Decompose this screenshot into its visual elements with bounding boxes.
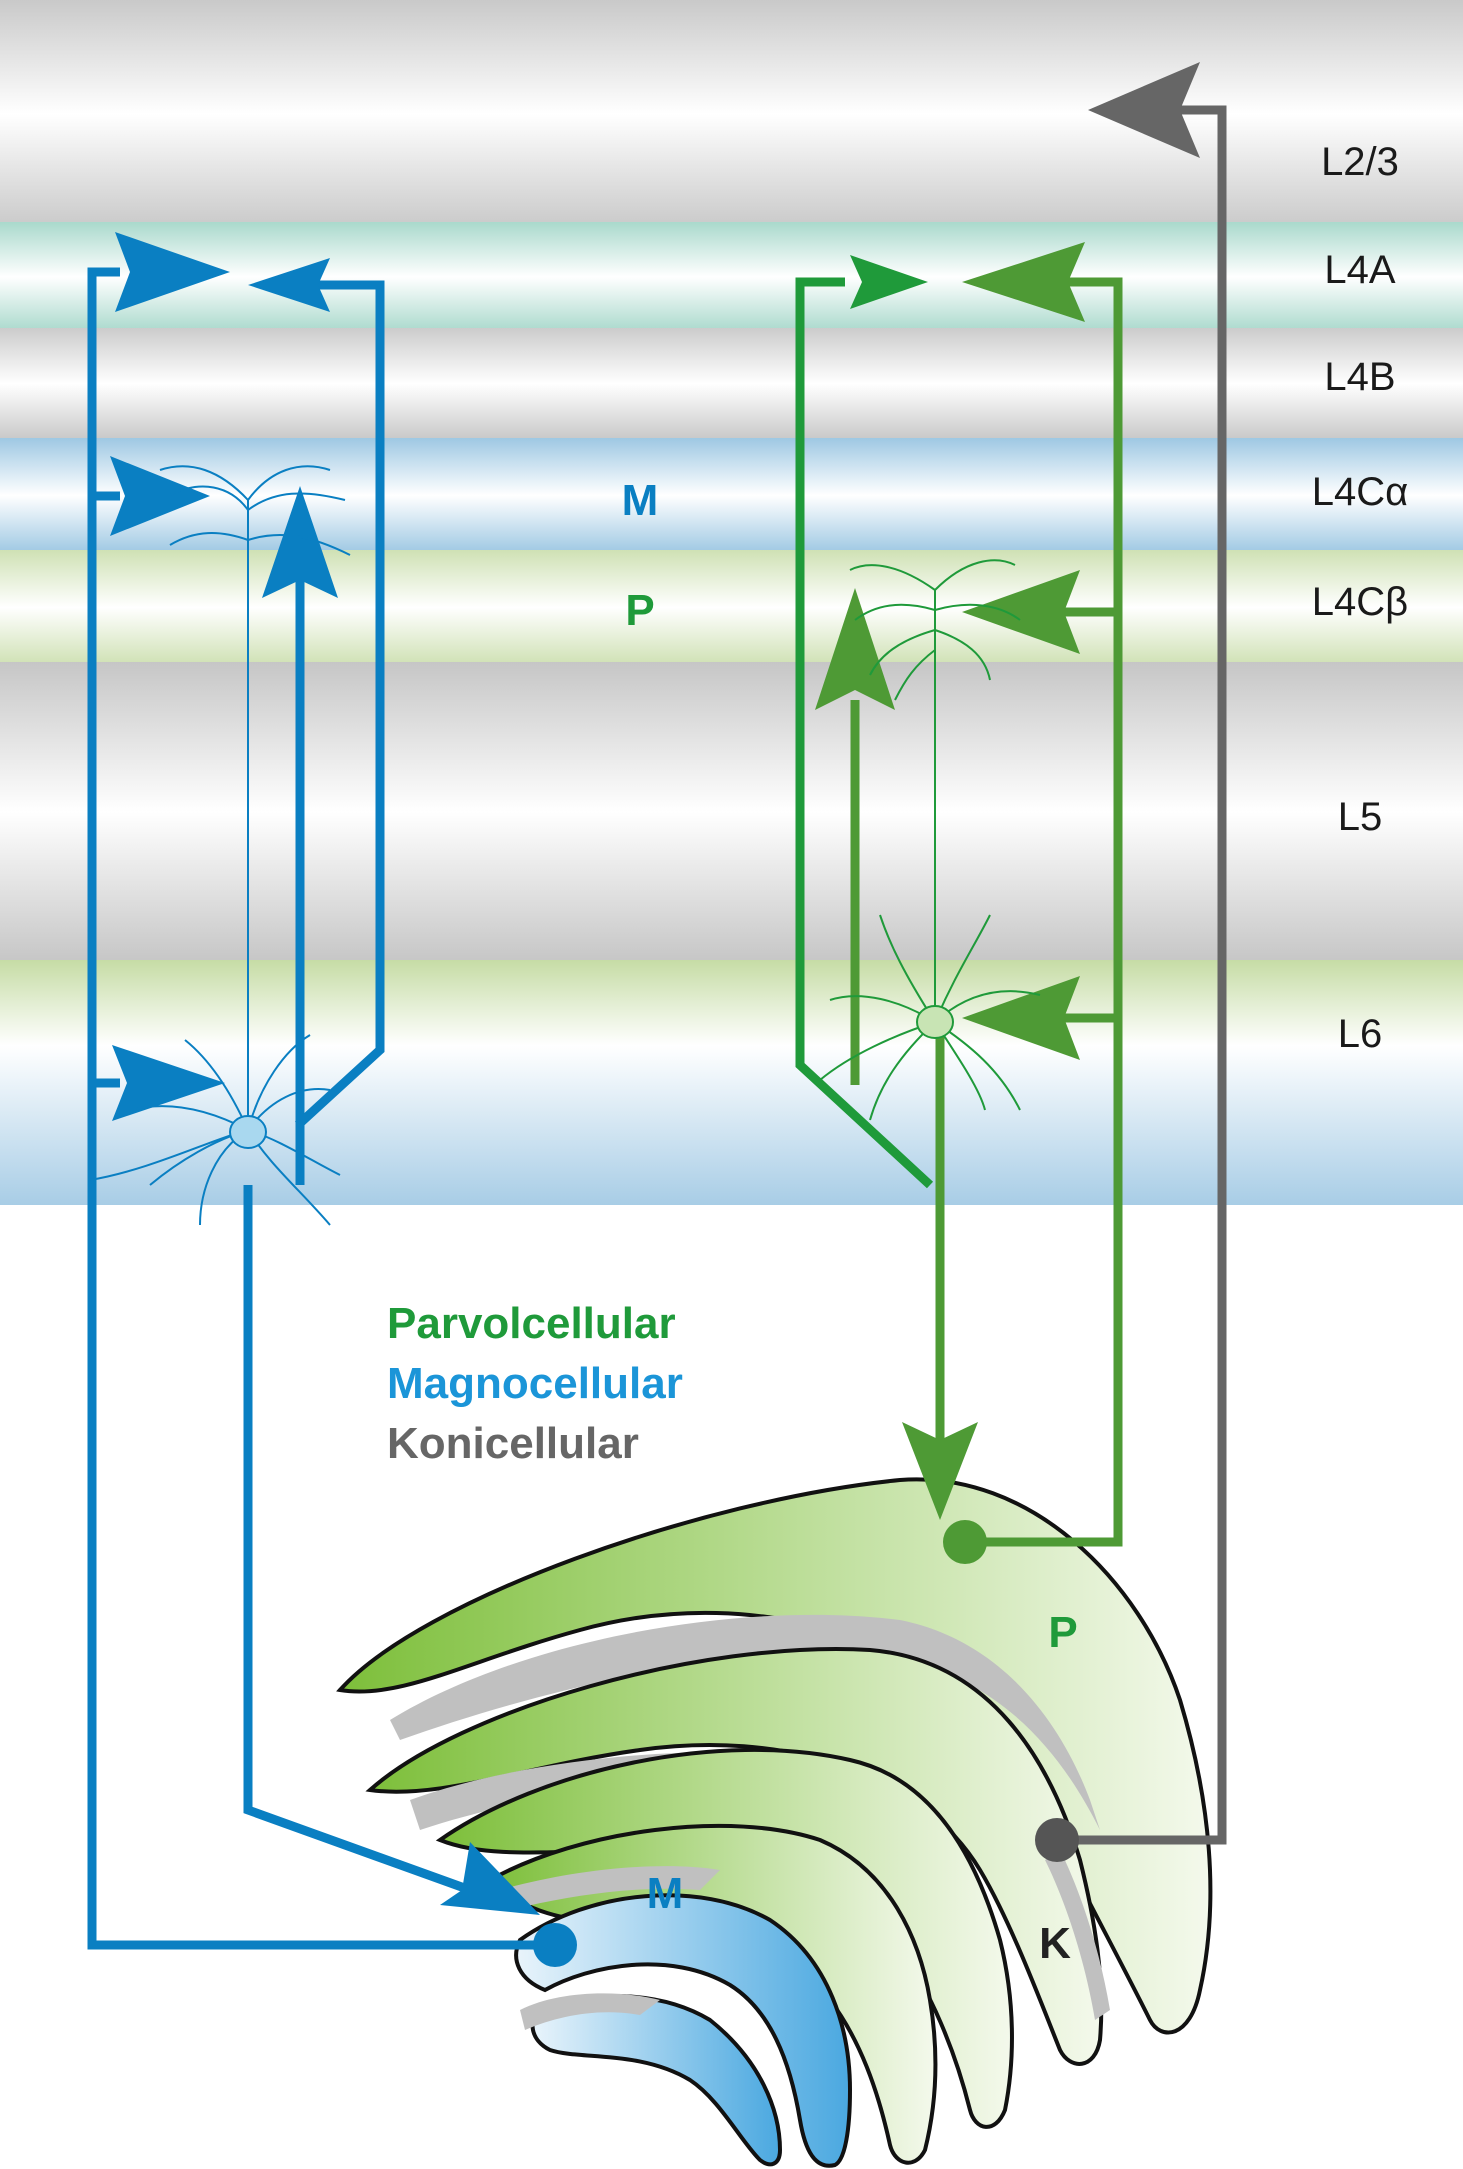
layer-band-l5 [0,662,1463,962]
magno-arrowhead-l6 [112,1045,225,1121]
parvo-pathway [795,277,1123,1547]
konio-arrowhead-l23 [1088,62,1200,158]
cortex-parvo-label: P [625,586,654,635]
lgn-konio-label: K [1039,1919,1071,1968]
lgn-k-shadow-magno [520,1993,660,2030]
layer-label-l4a: L4A [1324,248,1395,292]
magno-l6-corticothalamic [243,1185,472,1895]
legend-konio: Konicellular [387,1419,639,1468]
lgn-k-shadow-1 [390,1614,1100,1830]
magno-l6-soma [229,1115,267,1149]
magno-arrowhead-l4a-right [115,232,230,312]
lgn-magno-lamina-2 [530,1994,783,2167]
layer-band-l4cbeta [0,550,1463,665]
magno-lgn-axon [87,267,555,1950]
lgn-nucleus [336,1477,1213,2168]
layer-band-l4a [0,222,1463,332]
parvo-arrowhead-l4cbeta [962,570,1080,654]
legend-parvo: Parvolcellular [387,1299,676,1348]
magno-lgn-neuron [533,1923,577,1967]
layer-label-l4calpha: L4Cα [1312,470,1409,514]
parvo-lgn-neuron [943,1520,987,1564]
magno-arrowhead-ascending [262,486,338,598]
parvo-l6-to-l4a [795,277,934,1189]
layer-label-l5: L5 [1338,795,1383,839]
lgn-magno-lamina-1 [514,1893,853,2168]
parvo-l6-soma [916,1005,954,1039]
parvo-lgn-axon [965,277,1123,1547]
lgn-k-shadow-side [1045,1850,1110,2020]
konio-pathway [1035,62,1227,1862]
layer-label-l6: L6 [1338,1012,1383,1056]
cortex-magno-label: M [622,476,659,525]
layer-band-l4calpha [0,438,1463,553]
magno-l4a-return [285,280,385,1129]
parvo-arrowhead-l4a-left [962,242,1085,322]
magno-pathway [87,267,555,1950]
magno-arrowhead-l4a-left [248,258,330,312]
parvo-arrowhead-lgn [902,1422,978,1520]
legend-magno: Magnocellular [387,1359,683,1408]
layer-label-l23: L2/3 [1321,140,1399,184]
magno-arrowhead-lgn [440,1842,540,1915]
konio-axon [1057,105,1227,1845]
lgn-parvo-label: P [1048,1608,1077,1657]
parvo-arrowhead-l6 [962,976,1080,1060]
parvo-arrowhead-l4a-right [850,255,928,309]
layer-band-l4b [0,328,1463,440]
konio-lgn-neuron [1035,1818,1079,1862]
layer-label-l4cbeta: L4Cβ [1312,580,1408,624]
parvo-arrowhead-ascending [815,588,895,710]
magno-arrowhead-l4calpha [110,456,210,536]
lgn-lamina-2 [365,1647,1104,2066]
lgn-k-shadow-3 [500,1866,720,1910]
lgn-magno-label: M [647,1869,684,1918]
layer-label-l4b: L4B [1324,355,1395,399]
magno-arrowheads [110,232,577,1967]
layer-band-l23 [0,0,1463,228]
lgn-outer-lamina [336,1477,1213,2035]
parvo-arrowheads [815,242,1085,1564]
